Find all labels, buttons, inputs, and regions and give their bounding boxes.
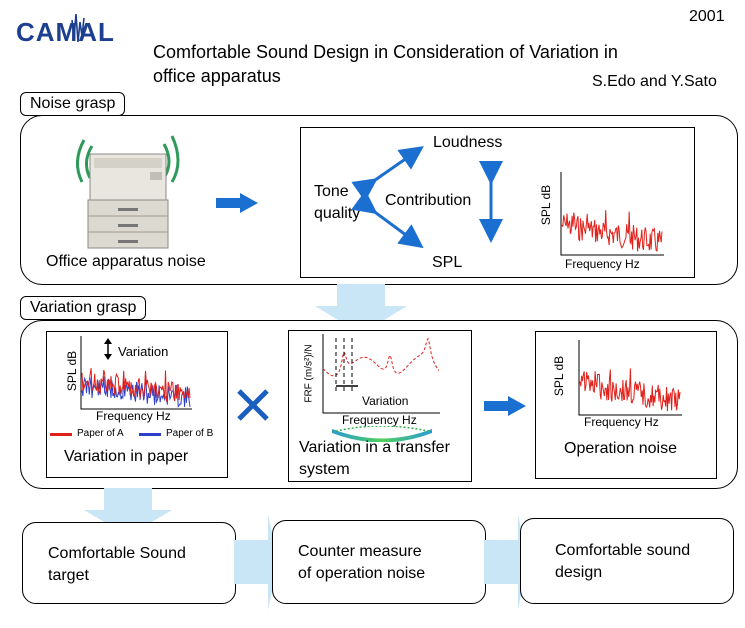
transfer-caption-2: system — [299, 461, 350, 478]
logo-text: CAMAL — [16, 17, 115, 47]
paper-variation-box — [46, 331, 228, 478]
operation-noise-box — [535, 331, 717, 479]
noise-spectrum-plot — [560, 172, 664, 256]
variation-arrowhead — [104, 354, 112, 360]
operation-spectrum-plot — [578, 340, 682, 416]
comfortable-target-box — [22, 522, 236, 604]
variation-grasp-tag: Variation grasp — [20, 296, 147, 320]
arrow-right-icon — [216, 193, 258, 213]
paper-caption: Variation in paper — [64, 448, 189, 465]
plot-axis — [322, 334, 440, 414]
flow-arrow-down-1 — [315, 284, 407, 334]
flow-arrow-right-1 — [234, 514, 278, 610]
loudness-label: Loudness — [433, 134, 503, 151]
transfer-frf-plot — [322, 334, 440, 414]
spectrum-trace — [579, 368, 681, 412]
operation-xlabel: Frequency Hz — [584, 415, 659, 429]
counter-measure-box — [272, 520, 486, 604]
tone-label-1: Tone — [314, 183, 349, 200]
transfer-caption-1: Variation in a transfer — [299, 439, 450, 456]
legend-swatch-a — [50, 433, 72, 436]
paper-variation-label: Variation — [118, 344, 169, 359]
comfortable-target-line-1: Comfortable Sound — [48, 545, 186, 562]
transfer-system-box — [288, 330, 472, 482]
frf-trace — [322, 337, 440, 377]
tone-label-2: quality — [314, 205, 361, 222]
operation-caption: Operation noise — [564, 440, 677, 457]
comfortable-design-line-1: Comfortable sound — [555, 542, 691, 559]
spectrum-trace — [81, 368, 191, 402]
authors: S.Edo and Y.Sato — [592, 73, 717, 90]
comfortable-target-line-2: target — [48, 567, 89, 584]
paper-spectrum-plot — [80, 336, 192, 410]
paper-xlabel: Frequency Hz — [96, 409, 171, 423]
plot-axis — [578, 340, 682, 416]
beam-mode-shape — [330, 425, 434, 443]
title-line-2: office apparatus — [153, 66, 281, 86]
comfortable-design-box — [520, 518, 734, 604]
spectrum-trace — [561, 210, 663, 252]
printer-illustration — [68, 124, 190, 254]
paper-ylabel: SPL dB — [65, 350, 80, 392]
transfer-xlabel: Frequency Hz — [342, 413, 417, 427]
spl-label: SPL — [432, 254, 463, 271]
transfer-ylabel: FRF (m/s²)/N — [303, 344, 315, 403]
variation-arrowhead — [104, 338, 112, 344]
legend-paper-a: Paper of A — [77, 428, 124, 439]
plot-axis — [80, 336, 192, 410]
flow-arrow-right-2 — [484, 514, 528, 610]
flow-arrow-down-2 — [72, 488, 172, 536]
legend-swatch-b — [139, 433, 161, 436]
printer-caption: Office apparatus noise — [46, 253, 206, 270]
arrow-right-icon — [484, 396, 526, 416]
noise-grasp-tag: Noise grasp — [20, 92, 126, 116]
title-line-1: Comfortable Sound Design in Consideratio… — [153, 42, 618, 62]
multiply-icon — [236, 388, 270, 422]
relation-arrows — [300, 127, 520, 276]
plot-axis — [560, 172, 664, 256]
transfer-variation-label: Variation — [362, 394, 409, 408]
logo: CAMAL — [14, 8, 126, 50]
operation-ylabel: SPL dB — [552, 355, 567, 397]
noise-plot-xlabel: Frequency Hz — [565, 257, 640, 271]
comfortable-design-line-2: design — [555, 564, 603, 581]
legend-paper-b: Paper of B — [166, 428, 214, 439]
noise-plot-ylabel: SPL dB — [539, 184, 554, 226]
year: 2001 — [689, 8, 725, 25]
counter-measure-line-1: Counter measure — [298, 543, 422, 560]
counter-measure-line-2: of operation noise — [298, 565, 426, 582]
